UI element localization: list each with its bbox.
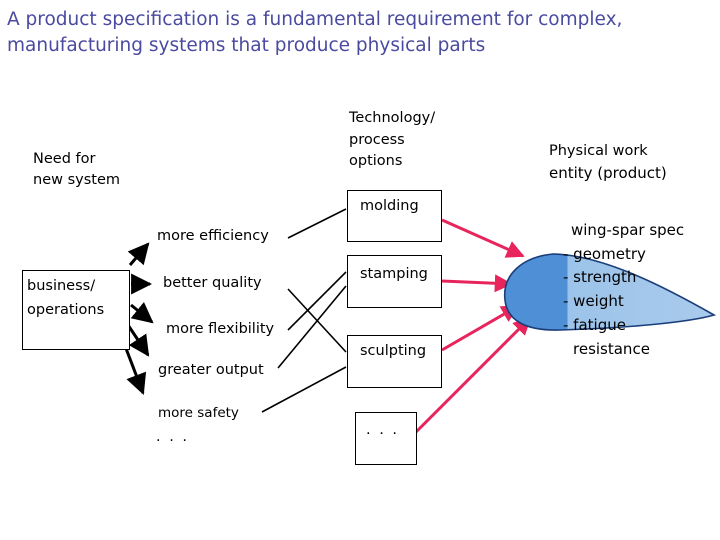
process-molding-label: molding	[360, 198, 419, 214]
need-more-efficiency: more efficiency	[157, 228, 269, 244]
need-header-line2: new system	[33, 172, 120, 188]
process-sculpting-box: sculpting	[347, 335, 442, 388]
red-arrow-molding	[441, 218, 525, 258]
process-sculpting-label: sculpting	[360, 343, 427, 359]
slide-title: A product specification is a fundamental…	[7, 9, 623, 56]
need-header-line1: Need for	[33, 151, 96, 167]
tech-header-line1: Technology/	[349, 110, 436, 126]
red-arrow-etc	[414, 316, 532, 434]
need-more-flexibility: more flexibility	[166, 321, 275, 337]
line-safety-to-sculpting	[261, 366, 347, 413]
wing-shape	[503, 253, 717, 331]
arrow-to-flexibility	[130, 301, 154, 324]
arrow-to-output	[126, 324, 150, 357]
red-arrow-stamping	[441, 274, 513, 293]
line-efficiency-to-molding	[287, 208, 347, 239]
process-molding-box: molding	[347, 190, 442, 242]
spec-strength: - strength	[563, 268, 637, 286]
physical-header-line1: Physical work	[549, 143, 648, 159]
business-operations-box: business/ operations	[22, 270, 130, 350]
need-ellipsis: . . .	[156, 429, 190, 445]
line-flexibility-to-stamping	[287, 271, 347, 331]
business-line1: business/	[27, 278, 96, 294]
business-line2: operations	[27, 302, 105, 318]
process-stamping-label: stamping	[360, 266, 428, 282]
spec-weight: - weight	[563, 292, 624, 310]
spec-fatigue: - fatigue	[563, 316, 626, 334]
spec-title: wing-spar spec	[571, 221, 685, 239]
physical-header-line2: entity (product)	[549, 164, 667, 182]
process-ellipsis-label: . . .	[366, 422, 400, 438]
spec-geometry: - geometry	[563, 245, 646, 263]
need-greater-output: greater output	[158, 362, 264, 378]
tech-header-line2: process	[349, 132, 405, 148]
need-better-quality: better quality	[163, 275, 262, 291]
process-stamping-box: stamping	[347, 255, 442, 308]
red-arrow-sculpting	[441, 304, 520, 352]
need-more-safety: more safety	[158, 405, 239, 421]
tech-header-line3: options	[349, 153, 403, 169]
line-output-to-stamping	[277, 285, 347, 369]
arrow-to-efficiency	[127, 242, 150, 266]
process-ellipsis-box: . . .	[355, 412, 417, 465]
spec-resistance: resistance	[573, 340, 650, 358]
